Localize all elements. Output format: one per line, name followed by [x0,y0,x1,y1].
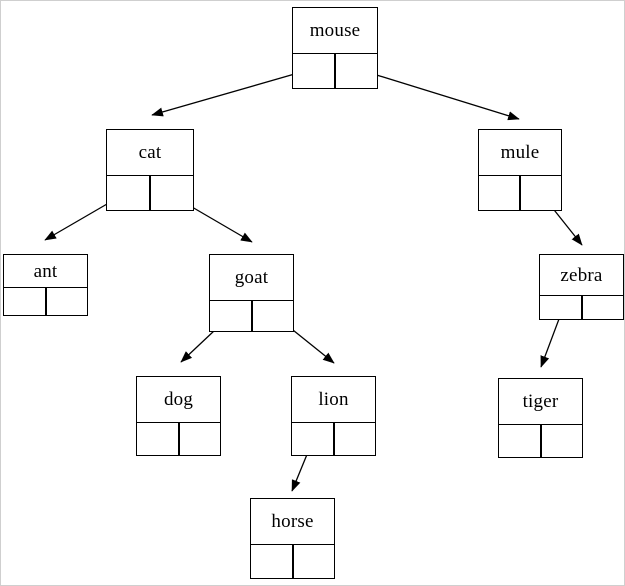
tree-node-right-pointer-dog[interactable] [178,423,221,455]
tree-node-left-pointer-tiger[interactable] [499,425,541,457]
tree-node-pointers-dog [137,422,220,455]
tree-node-pointers-mouse [293,53,377,88]
tree-node-left-pointer-goat[interactable] [210,301,252,331]
tree-node-right-pointer-mule[interactable] [520,176,561,210]
tree-edge-mouse-cat [151,68,313,117]
tree-node-right-pointer-goat[interactable] [251,301,294,331]
tree-node-pointers-ant [4,287,87,315]
tree-node-label-mouse: mouse [309,20,361,41]
tree-node-right-pointer-cat[interactable] [150,176,193,210]
tree-node-label-horse: horse [271,511,314,532]
tree-node-label-cat: cat [138,142,162,163]
tree-node-label-dog: dog [163,389,194,410]
tree-node-left-pointer-ant[interactable] [4,288,46,315]
tree-node-left-pointer-horse[interactable] [251,545,293,578]
tree-node-pointers-cat [107,175,193,210]
tree-node-dog[interactable]: dog [136,376,221,456]
tree-node-pointers-goat [210,300,293,331]
tree-node-right-pointer-mouse[interactable] [335,54,377,88]
tree-node-mule[interactable]: mule [478,129,562,211]
tree-node-zebra[interactable]: zebra [539,254,624,320]
tree-node-right-pointer-zebra[interactable] [581,296,624,319]
tree-node-right-pointer-lion[interactable] [333,423,376,455]
tree-node-label-mule: mule [500,142,540,163]
tree-node-right-pointer-tiger[interactable] [540,425,583,457]
tree-node-label-lion: lion [318,389,349,410]
tree-node-ant[interactable]: ant [3,254,88,316]
tree-edge-mouse-mule [353,67,520,121]
tree-node-left-pointer-mouse[interactable] [293,54,335,88]
tree-node-horse[interactable]: horse [250,498,335,579]
tree-node-pointers-tiger [499,424,582,457]
tree-node-label-ant: ant [33,260,58,282]
tree-node-left-pointer-lion[interactable] [292,423,334,455]
tree-node-mouse[interactable]: mouse [292,7,378,89]
tree-node-left-pointer-cat[interactable] [107,176,150,210]
tree-node-pointers-lion [292,422,375,455]
tree-node-right-pointer-ant[interactable] [45,288,88,315]
tree-node-pointers-horse [251,544,334,578]
tree-node-pointers-zebra [540,295,623,319]
tree-node-left-pointer-zebra[interactable] [540,296,582,319]
tree-node-left-pointer-dog[interactable] [137,423,179,455]
tree-node-lion[interactable]: lion [291,376,376,456]
tree-node-left-pointer-mule[interactable] [479,176,520,210]
tree-node-cat[interactable]: cat [106,129,194,211]
tree-node-goat[interactable]: goat [209,254,294,332]
tree-node-label-tiger: tiger [522,391,559,412]
tree-node-label-goat: goat [234,267,269,288]
tree-node-label-zebra: zebra [560,264,603,286]
tree-node-pointers-mule [479,175,561,210]
tree-node-tiger[interactable]: tiger [498,378,583,458]
tree-node-right-pointer-horse[interactable] [292,545,335,578]
